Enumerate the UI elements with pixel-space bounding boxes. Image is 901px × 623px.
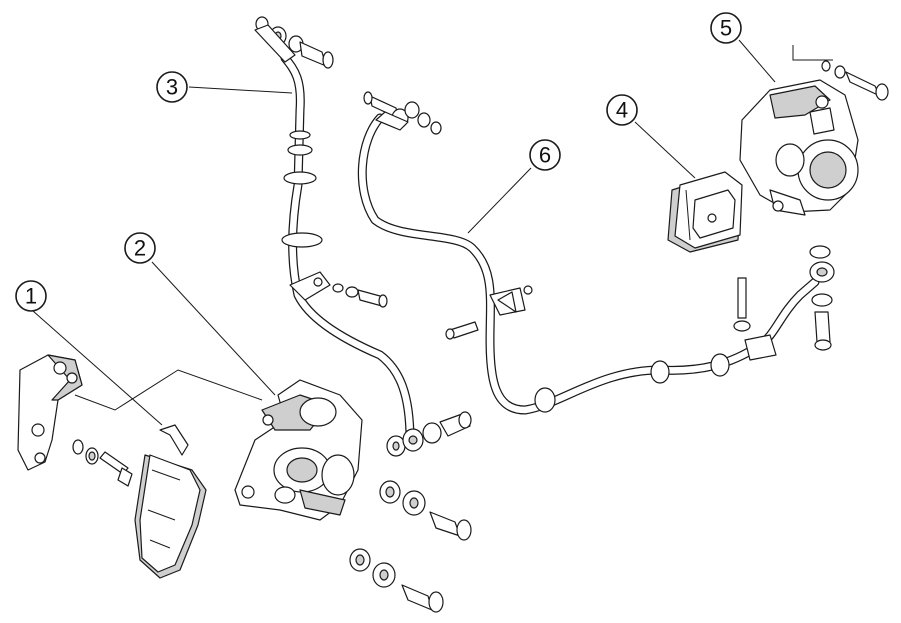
- rear-brake-hose: [357, 113, 820, 415]
- callout-4-label: 4: [616, 98, 628, 123]
- brake-bracket: [17, 354, 83, 471]
- bracket-bolt: [72, 439, 133, 487]
- brake-pads-1: [134, 424, 207, 579]
- rear-caliper-bolt: [821, 60, 889, 101]
- callout-6: 6: [529, 139, 561, 171]
- caliper-washers-bolts: [349, 480, 472, 613]
- callout-4: 4: [606, 94, 638, 126]
- callout-6-label: 6: [539, 143, 551, 168]
- callout-2-label: 2: [134, 236, 146, 261]
- rear-brake-caliper: [739, 79, 859, 216]
- front-hose-banjo-top: [254, 16, 334, 69]
- front-hose-clamp-bolt: [332, 283, 388, 308]
- callout-1: 1: [15, 280, 47, 312]
- leader-lines: [32, 39, 833, 426]
- front-hose-banjo-bottom: [386, 411, 472, 457]
- callout-1-label: 1: [25, 284, 37, 309]
- callout-2: 2: [124, 232, 156, 264]
- callout-3: 3: [156, 71, 188, 103]
- rear-hose-banjo-end: [733, 245, 835, 351]
- front-brake-caliper: [234, 379, 363, 521]
- callout-5: 5: [710, 12, 742, 44]
- callout-3-label: 3: [166, 75, 178, 100]
- rear-hose-bracket-bolt: [445, 285, 533, 340]
- callout-5-label: 5: [720, 16, 732, 41]
- rear-hose-banjo-top: [363, 91, 442, 135]
- front-brake-hose: [280, 53, 415, 445]
- rear-brake-pads: [667, 171, 743, 253]
